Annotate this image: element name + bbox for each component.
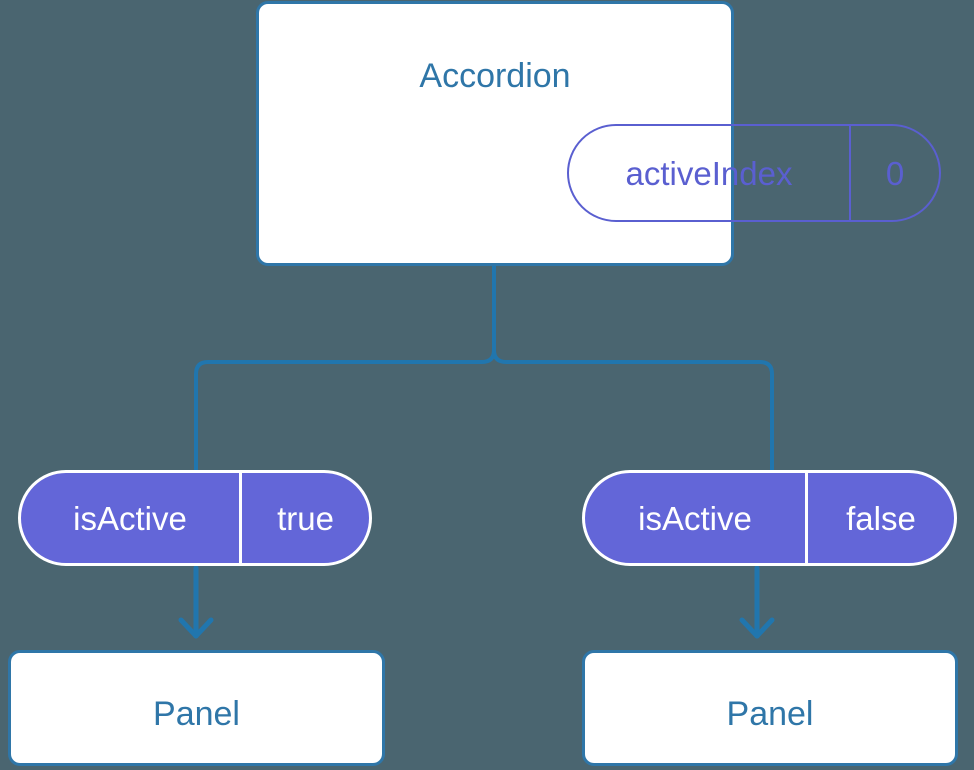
- accordion-component-card[interactable]: Accordion activeIndex 0: [256, 1, 941, 266]
- prop-pill-is-active-right[interactable]: isActive false: [582, 470, 957, 566]
- panel-component-card-left[interactable]: Panel: [8, 650, 385, 766]
- arrow-down-icon-right: [739, 565, 775, 639]
- prop-pill-value: false: [805, 473, 954, 563]
- panel-card-title: Panel: [726, 695, 814, 733]
- prop-pill-value: 0: [849, 126, 939, 220]
- prop-pill-value: true: [239, 473, 369, 563]
- prop-pill-key: isActive: [73, 499, 187, 537]
- panel-component-card-right[interactable]: Panel: [582, 650, 958, 766]
- prop-pill-key: activeIndex: [625, 154, 793, 192]
- panel-card-title: Panel: [153, 695, 240, 733]
- prop-pill-key: isActive: [638, 499, 752, 537]
- prop-pill-active-index[interactable]: activeIndex 0: [567, 124, 941, 222]
- connector-tree-path-right: [492, 348, 774, 472]
- prop-pill-is-active-left[interactable]: isActive true: [18, 470, 372, 566]
- arrow-down-icon-left: [178, 565, 214, 639]
- accordion-card-title: Accordion: [419, 57, 571, 95]
- connector-tree-path: [194, 263, 496, 472]
